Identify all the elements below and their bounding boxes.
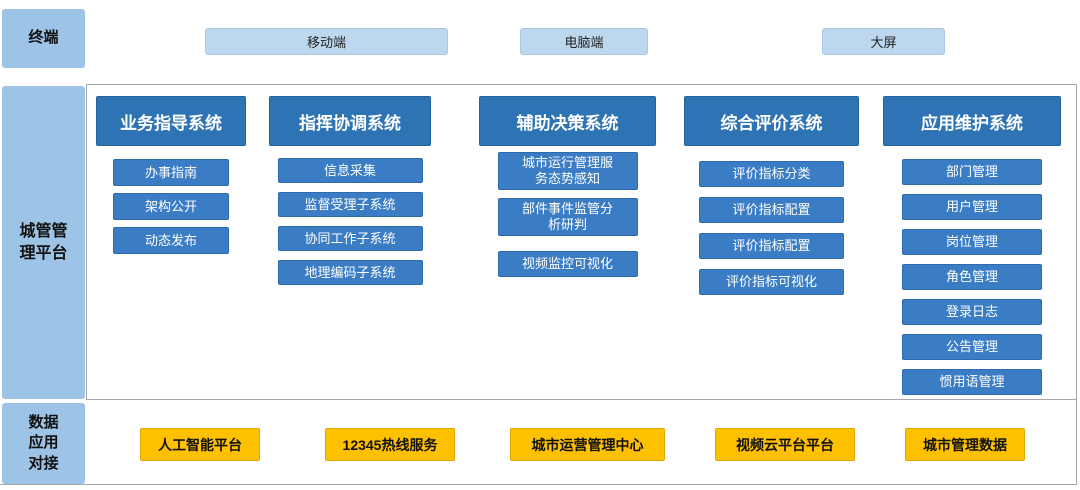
- bottom-divider: [0, 484, 1077, 485]
- system-item: 评价指标配置: [699, 233, 844, 259]
- system-item: 动态发布: [113, 227, 229, 254]
- system-item: 协同工作子系统: [277, 226, 423, 251]
- system-item: 公告管理: [902, 334, 1042, 360]
- system-column-business-guidance: 业务指导系统 办事指南 架构公开 动态发布: [96, 96, 246, 254]
- system-item: 惯用语管理: [902, 369, 1042, 395]
- row-label-terminal: 终端: [2, 9, 85, 68]
- system-header: 业务指导系统: [96, 96, 246, 146]
- system-column-comprehensive-evaluation: 综合评价系统 评价指标分类 评价指标配置 评价指标配置 评价指标可视化: [684, 96, 859, 295]
- system-item: 岗位管理: [902, 229, 1042, 255]
- system-item: 办事指南: [113, 159, 229, 186]
- system-item: 登录日志: [902, 299, 1042, 325]
- datasource-node: 城市运营管理中心: [510, 428, 665, 461]
- terminal-node-bigscreen: 大屏: [822, 28, 945, 55]
- system-item: 架构公开: [113, 193, 229, 220]
- datasource-node: 12345热线服务: [325, 428, 455, 461]
- platform-systems-panel: 业务指导系统 办事指南 架构公开 动态发布 指挥协调系统 信息采集 监督受理子系…: [86, 84, 1077, 400]
- system-item: 城市运行管理服务态势感知: [497, 152, 638, 190]
- system-header: 综合评价系统: [684, 96, 859, 146]
- system-item: 部门管理: [902, 159, 1042, 185]
- system-item: 监督受理子系统: [277, 192, 423, 217]
- terminal-node-pc: 电脑端: [520, 28, 648, 55]
- system-item: 视频监控可视化: [497, 251, 638, 277]
- datasource-node: 城市管理数据: [905, 428, 1025, 461]
- system-column-application-maintenance: 应用维护系统 部门管理 用户管理 岗位管理 角色管理 登录日志 公告管理 惯用语…: [883, 96, 1061, 395]
- system-header: 辅助决策系统: [479, 96, 656, 146]
- system-item: 信息采集: [277, 158, 423, 183]
- system-item: 评价指标可视化: [699, 269, 844, 295]
- datasource-node: 人工智能平台: [140, 428, 260, 461]
- system-item: 部件事件监管分析研判: [497, 198, 638, 236]
- terminal-node-mobile: 移动端: [205, 28, 448, 55]
- system-header: 指挥协调系统: [269, 96, 431, 146]
- system-item: 评价指标配置: [699, 197, 844, 223]
- system-item: 评价指标分类: [699, 161, 844, 187]
- row-label-data-integration: 数据 应用 对接: [2, 403, 85, 484]
- system-header: 应用维护系统: [883, 96, 1061, 146]
- system-column-decision-support: 辅助决策系统 城市运行管理服务态势感知 部件事件监管分析研判 视频监控可视化: [479, 96, 656, 277]
- system-item: 地理编码子系统: [277, 260, 423, 285]
- system-column-command-coordination: 指挥协调系统 信息采集 监督受理子系统 协同工作子系统 地理编码子系统: [269, 96, 431, 285]
- datasource-node: 视频云平台平台: [715, 428, 855, 461]
- system-item: 角色管理: [902, 264, 1042, 290]
- system-item: 用户管理: [902, 194, 1042, 220]
- row-label-platform: 城管管 理平台: [2, 86, 85, 399]
